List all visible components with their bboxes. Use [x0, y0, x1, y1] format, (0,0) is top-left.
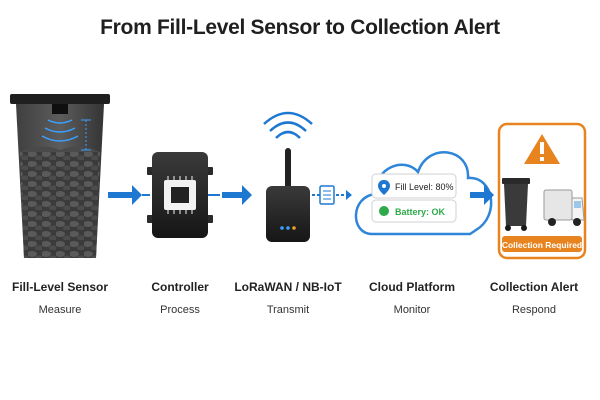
flow-arrow-1 [108, 185, 142, 205]
stage-action: Respond [511, 304, 557, 316]
collection-alert-card [497, 122, 587, 260]
data-packet-icon [312, 185, 352, 205]
sensor-bin-illustration [10, 94, 110, 258]
stage-action: Process [160, 304, 200, 316]
controller-illustration [142, 152, 220, 238]
lorawan-device-illustration [263, 111, 313, 242]
stage-name: Cloud Platform [369, 280, 455, 294]
collection-required-badge: Collection Required [502, 240, 582, 250]
stage-label-sensor: Fill-Level Sensor Measure [0, 280, 125, 316]
flow-arrow-4 [470, 185, 494, 205]
stage-name: Fill-Level Sensor [11, 280, 109, 294]
fill-level-text: Fill Level: 80% [395, 182, 454, 192]
flow-arrow-2 [222, 185, 252, 205]
stage-label-controller: Controller Process [115, 280, 245, 316]
diagram-title: From Fill-Level Sensor to Collection Ale… [100, 16, 500, 39]
stage-name: LoRaWAN / NB-IoT [234, 280, 342, 294]
cloud-platform-illustration [354, 151, 493, 236]
stage-name: Controller [151, 280, 209, 294]
stage-name: Collection Alert [489, 280, 579, 294]
battery-status-text: Battery: OK [395, 207, 446, 217]
stage-label-alert: Collection Alert Respond [469, 280, 599, 316]
stage-action: Transmit [266, 304, 310, 316]
stage-label-network: LoRaWAN / NB-IoT Transmit [223, 280, 353, 316]
stage-label-cloud: Cloud Platform Monitor [347, 280, 477, 316]
stage-action: Monitor [393, 304, 431, 316]
stage-action: Measure [38, 304, 82, 316]
